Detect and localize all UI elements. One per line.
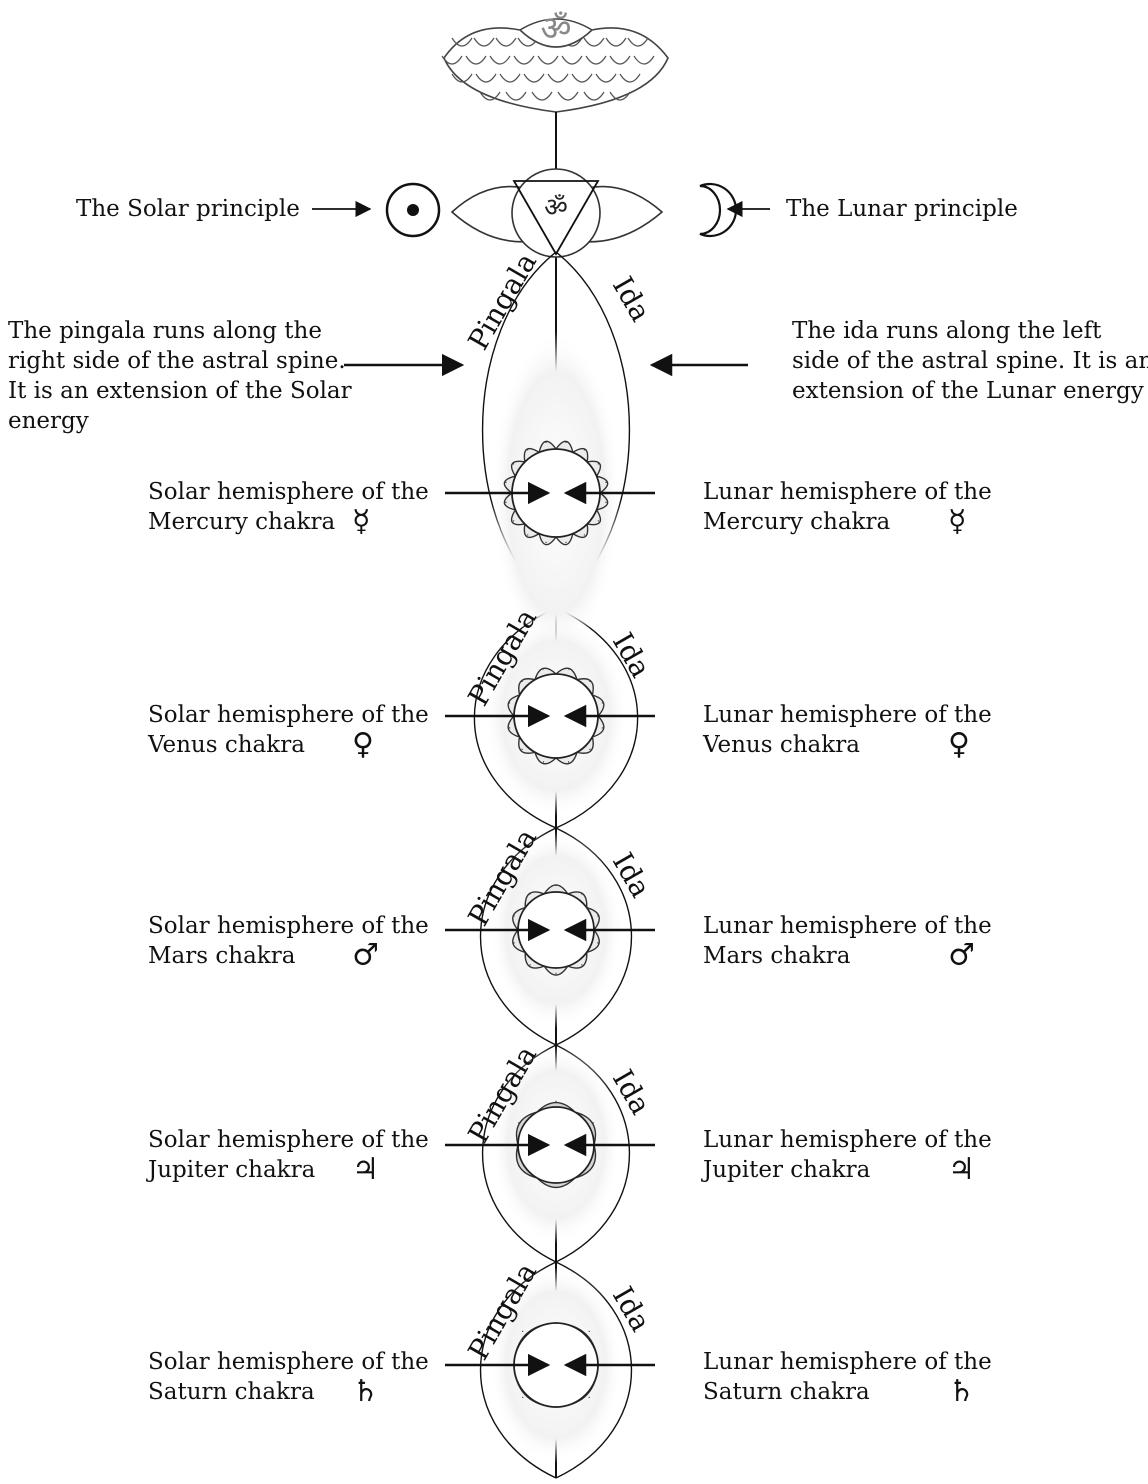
svg-text:·: · bbox=[521, 1327, 524, 1338]
ida-note: The ida runs along the left side of the … bbox=[792, 316, 1148, 406]
mars-planet-symbol: ♂ bbox=[352, 941, 379, 971]
lunar-principle-label: The Lunar principle bbox=[786, 194, 1018, 224]
svg-text:·: · bbox=[596, 939, 599, 950]
pingala-note-line: right side of the astral spine. bbox=[8, 346, 352, 376]
mercury-solar-hemisphere-label: Solar hemisphere of theMercury chakra bbox=[148, 477, 429, 537]
venus-solar-hemisphere-label: Solar hemisphere of theVenus chakra bbox=[148, 700, 429, 760]
svg-text:·: · bbox=[513, 911, 516, 922]
svg-text:·: · bbox=[567, 757, 570, 768]
svg-text:·: · bbox=[580, 961, 583, 972]
svg-text:·: · bbox=[526, 530, 529, 541]
label-line: Lunar hemisphere of the bbox=[703, 477, 992, 507]
label-line: Lunar hemisphere of the bbox=[703, 1347, 992, 1377]
svg-text:·: · bbox=[588, 1393, 591, 1404]
svg-text:·: · bbox=[554, 1183, 557, 1194]
svg-text:·: · bbox=[592, 1119, 595, 1130]
svg-text:·: · bbox=[601, 699, 604, 710]
label-line: Saturn chakra bbox=[148, 1377, 429, 1407]
svg-text:·: · bbox=[508, 699, 511, 710]
label-line: Venus chakra bbox=[148, 730, 429, 760]
crown-om-symbol: ॐ bbox=[540, 9, 571, 49]
jupiter-planet-symbol: ♃ bbox=[948, 1155, 975, 1185]
svg-text:·: · bbox=[521, 1393, 524, 1404]
ajna-chakra: ॐ bbox=[452, 169, 662, 257]
mars-planet-symbol: ♂ bbox=[948, 941, 975, 971]
svg-text:·: · bbox=[554, 1097, 557, 1108]
svg-text:·: · bbox=[583, 446, 586, 457]
label-line: Solar hemisphere of the bbox=[148, 477, 429, 507]
crown-lotus: ॐ bbox=[442, 9, 668, 112]
svg-text:·: · bbox=[520, 677, 523, 688]
svg-text:·: · bbox=[583, 530, 586, 541]
svg-text:·: · bbox=[604, 498, 607, 509]
svg-text:·: · bbox=[529, 961, 532, 972]
ida-note-line: The ida runs along the left bbox=[792, 316, 1148, 346]
svg-text:·: · bbox=[504, 478, 507, 489]
venus-planet-symbol: ♀ bbox=[352, 730, 374, 760]
svg-text:·: · bbox=[588, 1327, 591, 1338]
svg-text:·: · bbox=[512, 516, 515, 527]
label-line: Lunar hemisphere of the bbox=[703, 911, 992, 941]
svg-text:·: · bbox=[564, 538, 567, 549]
svg-text:·: · bbox=[604, 478, 607, 489]
label-line: Solar hemisphere of the bbox=[148, 911, 429, 941]
svg-text:·: · bbox=[517, 1162, 520, 1173]
svg-text:·: · bbox=[542, 665, 545, 676]
pingala-note-line: It is an extension of the Solar bbox=[8, 376, 352, 406]
svg-text:·: · bbox=[544, 538, 547, 549]
pingala-label: Pingala bbox=[461, 247, 543, 355]
ida-label: Ida bbox=[606, 271, 657, 327]
svg-text:·: · bbox=[520, 745, 523, 756]
saturn-planet-symbol: ♄ bbox=[352, 1377, 379, 1407]
label-line: Mercury chakra bbox=[148, 507, 429, 537]
svg-text:·: · bbox=[597, 460, 600, 471]
pingala-note-line: The pingala runs along the bbox=[8, 316, 352, 346]
lunar-symbol bbox=[700, 184, 736, 236]
svg-text:·: · bbox=[592, 1162, 595, 1173]
svg-text:·: · bbox=[513, 939, 516, 950]
svg-text:·: · bbox=[526, 446, 529, 457]
solar-principle-label: The Solar principle bbox=[76, 194, 300, 224]
svg-text:·: · bbox=[588, 745, 591, 756]
pingala-note: The pingala runs along the right side of… bbox=[8, 316, 352, 436]
ida-note-line: extension of the Lunar energy bbox=[792, 376, 1148, 406]
svg-text:·: · bbox=[529, 889, 532, 900]
svg-text:·: · bbox=[542, 757, 545, 768]
svg-text:·: · bbox=[508, 723, 511, 734]
svg-text:·: · bbox=[554, 881, 557, 892]
pingala-note-line: energy bbox=[8, 406, 352, 436]
svg-text:·: · bbox=[564, 438, 567, 449]
svg-text:·: · bbox=[567, 665, 570, 676]
svg-text:·: · bbox=[554, 969, 557, 980]
label-line: Mars chakra bbox=[148, 941, 429, 971]
mercury-planet-symbol: ☿ bbox=[948, 507, 966, 537]
mercury-planet-symbol: ☿ bbox=[352, 507, 370, 537]
label-line: Lunar hemisphere of the bbox=[703, 1125, 992, 1155]
svg-text:·: · bbox=[544, 438, 547, 449]
svg-text:·: · bbox=[597, 516, 600, 527]
svg-text:·: · bbox=[588, 677, 591, 688]
svg-text:·: · bbox=[596, 911, 599, 922]
svg-text:·: · bbox=[580, 889, 583, 900]
ajna-om-symbol: ॐ bbox=[544, 193, 568, 223]
label-line: Solar hemisphere of the bbox=[148, 1125, 429, 1155]
ida-note-line: side of the astral spine. It is an bbox=[792, 346, 1148, 376]
label-line: Solar hemisphere of the bbox=[148, 700, 429, 730]
svg-text:·: · bbox=[512, 460, 515, 471]
svg-text:·: · bbox=[517, 1119, 520, 1130]
label-line: Lunar hemisphere of the bbox=[703, 700, 992, 730]
jupiter-planet-symbol: ♃ bbox=[352, 1155, 379, 1185]
svg-text:·: · bbox=[601, 723, 604, 734]
svg-text:·: · bbox=[504, 498, 507, 509]
label-line: Jupiter chakra bbox=[148, 1155, 429, 1185]
solar-symbol bbox=[387, 184, 439, 236]
saturn-planet-symbol: ♄ bbox=[948, 1377, 975, 1407]
venus-planet-symbol: ♀ bbox=[948, 730, 970, 760]
label-line: Solar hemisphere of the bbox=[148, 1347, 429, 1377]
